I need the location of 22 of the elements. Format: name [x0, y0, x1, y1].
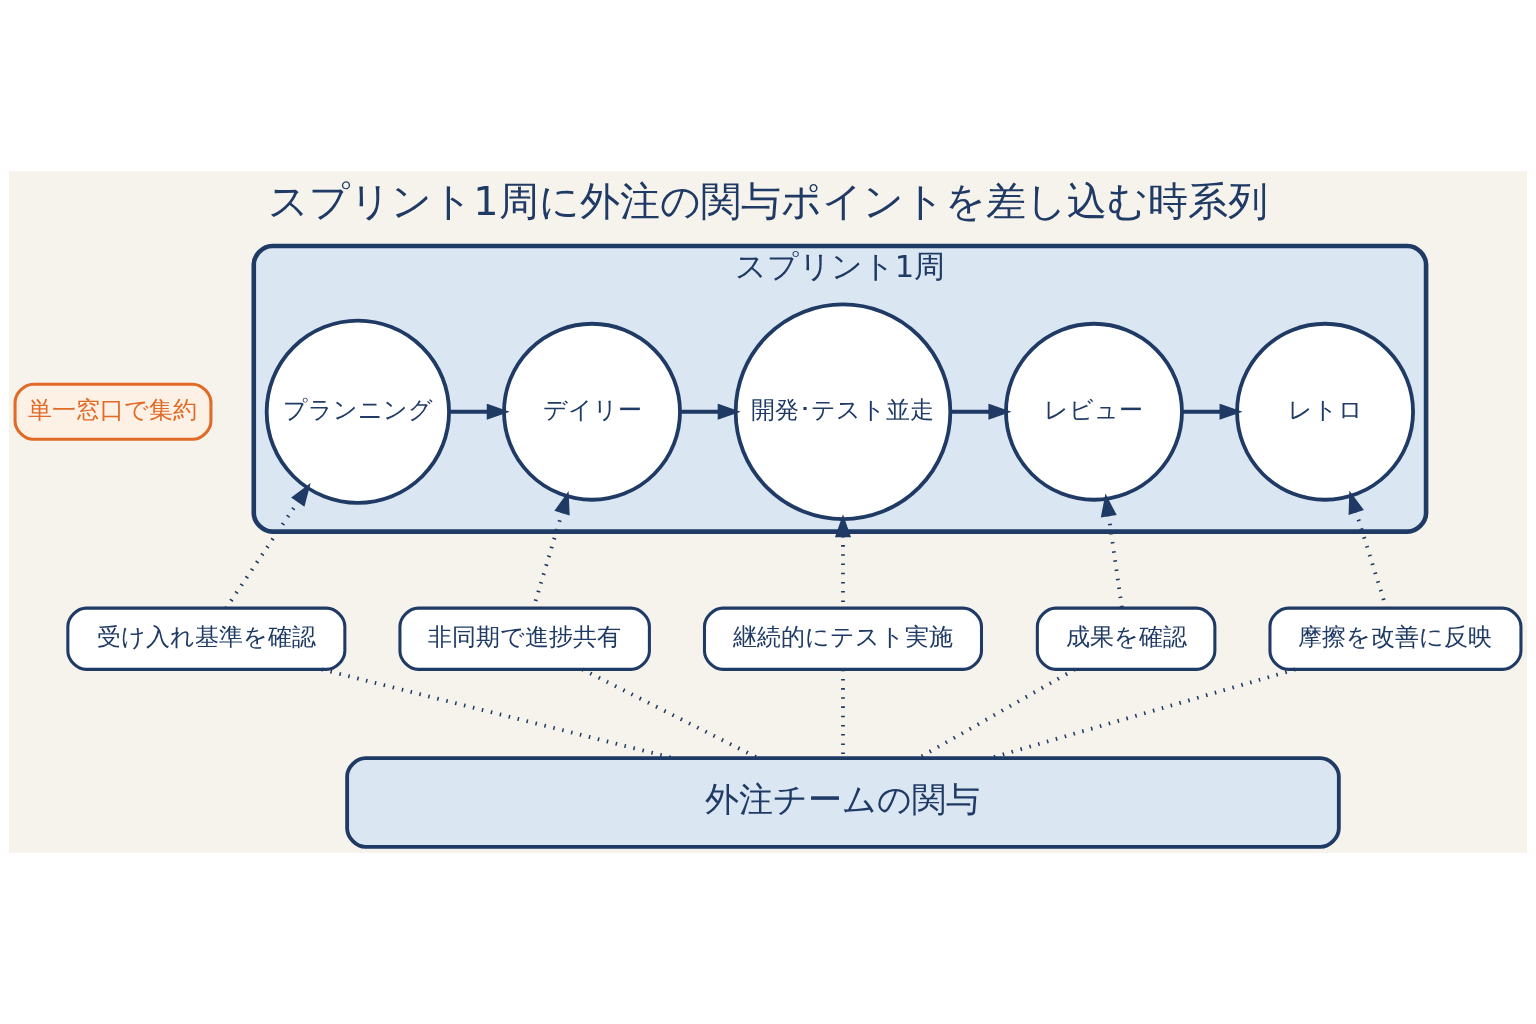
arrow: [680, 403, 741, 420]
node-circle: レトロ: [1235, 321, 1415, 502]
node-circle: デイリー: [502, 321, 682, 502]
node-box: 受け入れ基準を確認: [66, 606, 347, 671]
node-box: 摩擦を改善に反映: [1268, 606, 1523, 671]
connector: [321, 667, 674, 760]
arrow: [449, 403, 510, 420]
connector: [918, 667, 1076, 760]
node-box: 外注チームの関与: [345, 756, 1341, 849]
node-box: 非同期で進捗共有: [398, 606, 651, 671]
connector: [581, 667, 759, 760]
arrow: [1182, 403, 1243, 420]
arrow: [950, 403, 1012, 420]
node-box: 継続的にテスト実施: [702, 606, 983, 671]
node-box: 成果を確認: [1035, 606, 1217, 671]
diagram-title: スプリント1周に外注の関与ポイントを差し込む時系列: [268, 178, 1268, 225]
node-circle: 開発･テスト並走: [733, 302, 953, 521]
arrow: [224, 483, 311, 609]
arrow: [1100, 493, 1124, 609]
arrow: [1348, 490, 1389, 609]
node-box: 単一窓口で集約: [13, 382, 213, 441]
node-circle: レビュー: [1004, 321, 1184, 502]
